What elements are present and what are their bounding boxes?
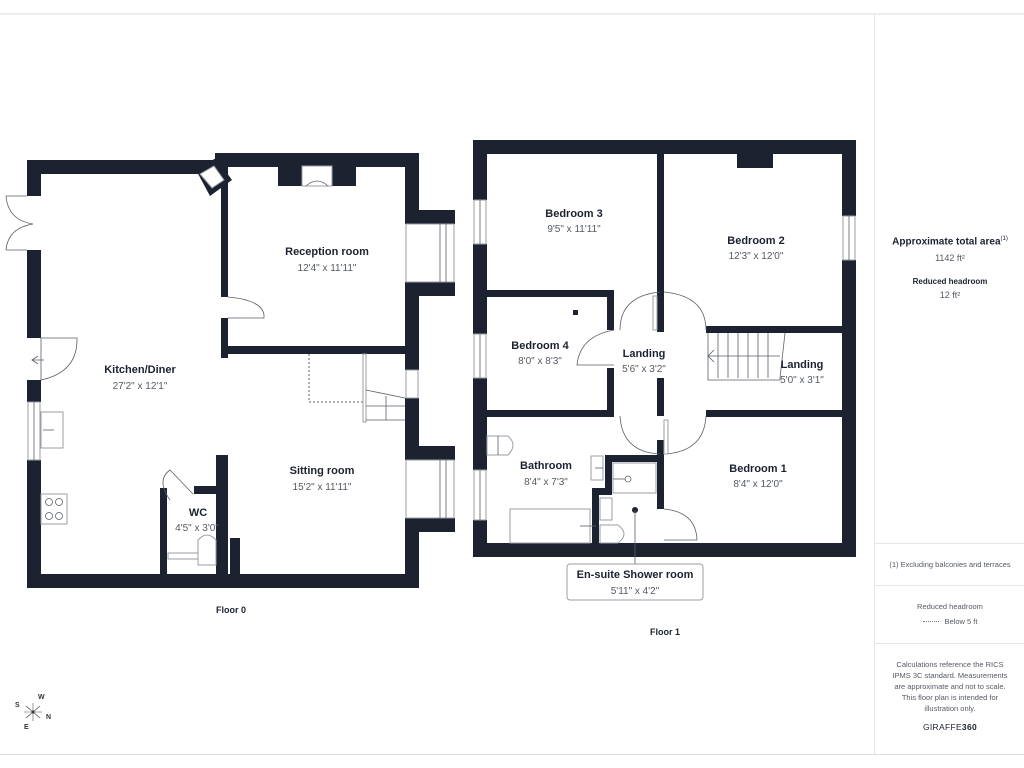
- room-dimensions: 8'4" x 12'0": [733, 479, 783, 490]
- room-name: Landing: [623, 348, 666, 360]
- room-dimensions: 9'5" x 11'11": [547, 224, 601, 235]
- ensuite-callout-box: [566, 563, 704, 601]
- legend-item-label: Below 5 ft: [944, 617, 978, 626]
- legend-title: Reduced headroom: [917, 602, 983, 611]
- room-name: Landing: [781, 359, 824, 371]
- disclaimer-text: Calculations reference the RICS IPMS 3C …: [892, 660, 1008, 713]
- svg-text:S: S: [15, 702, 20, 709]
- room-dimensions: 5'11" x 4'2": [611, 586, 660, 597]
- total-area-section: Approximate total area(1) 1142 ft² Reduc…: [875, 236, 1024, 300]
- legend-item: Below 5 ft: [875, 617, 1024, 626]
- room-dimensions: 27'2" x 12'1": [113, 381, 168, 392]
- room-dimensions: 5'6" x 3'2": [622, 364, 666, 375]
- room-dimensions: 5'0" x 3'1": [780, 375, 824, 386]
- room-dimensions: 8'4" x 7'3": [524, 477, 568, 488]
- reduced-headroom-value: 12 ft²: [939, 290, 961, 301]
- compass-icon: W S N E: [15, 694, 51, 731]
- room-name: Kitchen/Diner: [104, 364, 176, 376]
- room-name: Reception room: [285, 246, 369, 258]
- sidebar-divider: [875, 543, 1024, 544]
- room-name: Bedroom 1: [729, 463, 786, 475]
- room-name: En-suite Shower room: [577, 569, 694, 581]
- svg-text:E: E: [24, 724, 29, 731]
- sidebar-divider: [875, 585, 1024, 586]
- room-name: Bedroom 4: [511, 340, 569, 352]
- reduced-headroom-title: Reduced headroom: [912, 277, 988, 287]
- page-top-border: [0, 13, 1024, 15]
- room-name: WC: [189, 507, 207, 519]
- floor-0-label: Floor 0: [216, 605, 246, 615]
- sidebar-divider: [875, 643, 1024, 644]
- svg-text:W: W: [38, 694, 45, 701]
- footnote-marker: (1): [1000, 236, 1008, 242]
- disclaimer-section: Calculations reference the RICS IPMS 3C …: [875, 659, 1024, 732]
- svg-text:N: N: [46, 714, 51, 721]
- floor-plan-drawing: Floor 0: [5, 140, 856, 731]
- room-dimensions: 12'4" x 11'11": [298, 263, 357, 274]
- total-area-value: 1142 ft²: [935, 253, 965, 264]
- area-footnote: (1) Excluding balconies and terraces: [889, 560, 1011, 569]
- room-name: Bedroom 2: [727, 235, 784, 247]
- floor-1-plan: [473, 140, 856, 565]
- total-area-title: Approximate total area(1): [892, 236, 1008, 248]
- room-dimensions: 4'5" x 3'0": [175, 523, 219, 534]
- dotted-line-icon: [922, 621, 939, 622]
- room-dimensions: 8'0" x 8'3": [518, 356, 562, 367]
- area-summary-sidebar: Approximate total area(1) 1142 ft² Reduc…: [874, 14, 1024, 754]
- floor-1-label: Floor 1: [650, 627, 680, 637]
- floor-0-plan: [5, 153, 455, 588]
- room-dimensions: 12'3" x 12'0": [729, 251, 784, 262]
- room-dimensions: 15'2" x 11'11": [293, 482, 352, 493]
- headroom-legend: Reduced headroom Below 5 ft: [875, 602, 1024, 626]
- brand-logo: GIRAFFE360: [922, 722, 978, 732]
- room-name: Bathroom: [520, 460, 572, 472]
- room-name: Sitting room: [290, 465, 355, 477]
- page-bottom-border: [0, 754, 1024, 755]
- room-name: Bedroom 3: [545, 208, 602, 220]
